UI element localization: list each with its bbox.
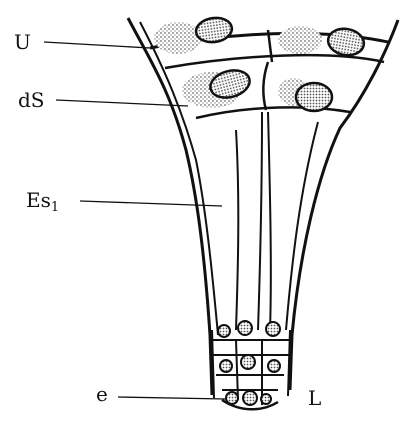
- stipple-u-left: [154, 22, 202, 54]
- right-outer-wall: [290, 20, 398, 390]
- label-ds: dS: [18, 90, 45, 110]
- cluster-nucleus-8: [243, 391, 257, 405]
- leader-es1: [80, 201, 222, 206]
- nucleus-u-right: [326, 26, 366, 58]
- divider-lower: [263, 62, 268, 110]
- cluster-nucleus-2: [238, 321, 252, 335]
- cluster-nucleus-1: [218, 325, 230, 337]
- leader-u: [44, 42, 150, 48]
- label-u: U: [14, 32, 31, 52]
- label-es1-subscript: 1: [51, 200, 59, 215]
- suspensor-line-c: [268, 112, 271, 330]
- lower-arc: [196, 107, 350, 118]
- label-l: L: [308, 388, 321, 408]
- middle-arc: [165, 55, 384, 68]
- suspensor-line-b: [258, 112, 262, 330]
- cluster-nucleus-9: [261, 394, 271, 404]
- cluster-nucleus-4: [220, 360, 232, 372]
- label-es1-main: Es: [26, 188, 51, 212]
- cluster-nucleus-6: [268, 360, 280, 372]
- cluster-nuclei: [218, 321, 280, 405]
- nucleus-ds-right: [296, 83, 332, 111]
- nucleus-u-left: [195, 16, 234, 45]
- suspensor-line-a: [236, 130, 238, 330]
- label-e: e: [96, 384, 108, 404]
- leader-e: [118, 397, 226, 399]
- cluster-nucleus-3: [266, 322, 280, 336]
- stipple-u-right: [278, 26, 322, 54]
- label-es1: Es1: [26, 190, 59, 214]
- cluster-nucleus-7: [226, 392, 238, 404]
- suspensor-line-d: [286, 122, 318, 330]
- cluster-nucleus-5: [241, 355, 255, 369]
